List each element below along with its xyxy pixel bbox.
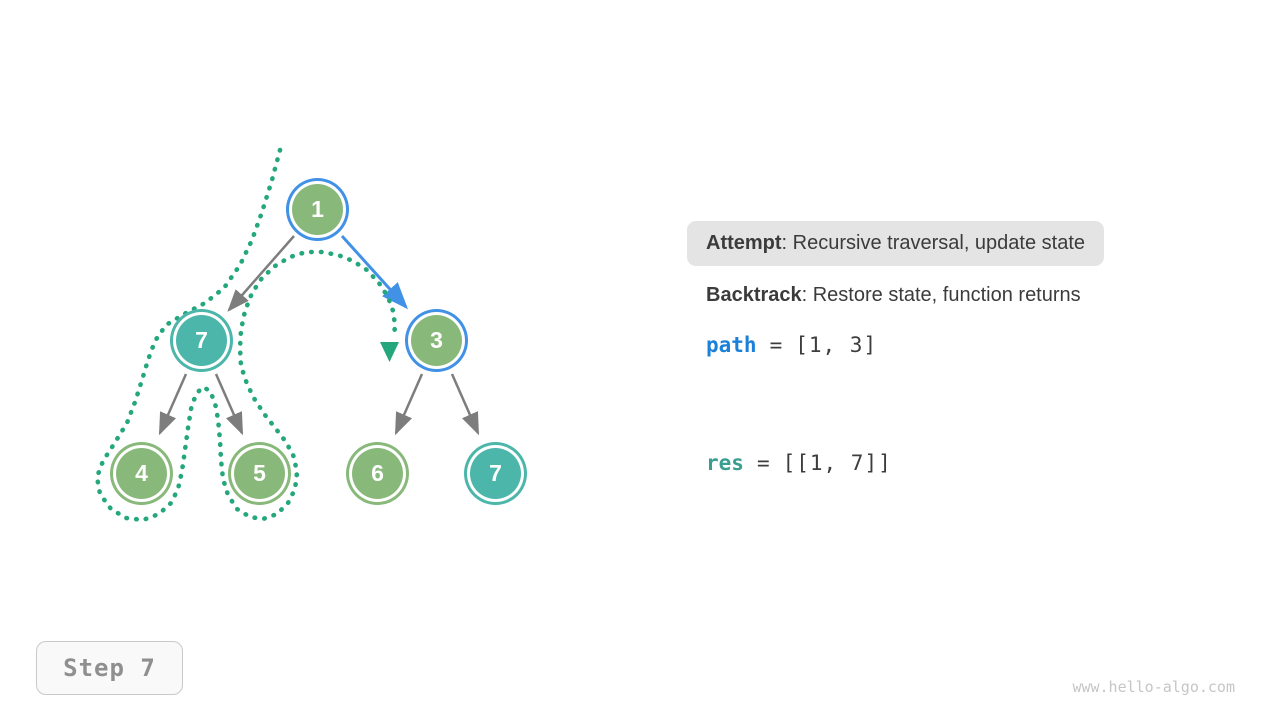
node-value: 5 bbox=[253, 460, 266, 486]
tree-node-6: 6 bbox=[352, 448, 403, 499]
step-label: Step 7 bbox=[63, 654, 156, 682]
res-variable-line: res = [[1, 7]] bbox=[706, 449, 892, 477]
node-value: 6 bbox=[371, 460, 384, 486]
tree-node-7-right: 7 bbox=[470, 448, 521, 499]
edge-7-5 bbox=[214, 373, 244, 436]
node-value: 4 bbox=[135, 460, 148, 486]
edge-3-6 bbox=[394, 373, 424, 436]
edge-7-4 bbox=[158, 373, 188, 436]
edge-1-3-active bbox=[340, 234, 409, 310]
backtrack-label: Backtrack bbox=[706, 283, 802, 306]
backtrack-trail-dotted-path bbox=[94, 147, 398, 523]
node-value: 7 bbox=[195, 327, 208, 353]
node-value: 7 bbox=[489, 460, 502, 486]
res-variable-name: res bbox=[706, 451, 744, 475]
tree-node-7-left: 7 bbox=[176, 315, 227, 366]
backtrack-description: : Restore state, function returns bbox=[801, 283, 1081, 306]
edge-1-7 bbox=[227, 235, 295, 312]
equals-sign: = bbox=[756, 451, 770, 475]
trail-pointer-triangle-icon bbox=[380, 342, 399, 362]
attempt-description: : Recursive traversal, update state bbox=[781, 232, 1086, 254]
tree-node-5: 5 bbox=[234, 448, 285, 499]
node-value: 3 bbox=[430, 327, 443, 353]
backtrack-legend: Backtrack: Restore state, function retur… bbox=[706, 281, 1081, 309]
node-value: 1 bbox=[311, 196, 324, 222]
tree-diagram-svg bbox=[94, 147, 480, 523]
edge-3-7 bbox=[450, 373, 480, 436]
equals-sign: = bbox=[769, 333, 783, 357]
path-variable-value: [1, 3] bbox=[795, 333, 878, 357]
tree-node-4: 4 bbox=[116, 448, 167, 499]
path-variable-name: path bbox=[706, 333, 757, 357]
attempt-label: Attempt bbox=[706, 232, 782, 254]
tree-node-3: 3 bbox=[411, 315, 462, 366]
step-indicator-badge: Step 7 bbox=[36, 641, 183, 695]
path-variable-line: path = [1, 3] bbox=[706, 331, 877, 359]
res-variable-value: [[1, 7]] bbox=[782, 451, 892, 475]
attempt-legend: Attempt: Recursive traversal, update sta… bbox=[687, 221, 1105, 266]
website-watermark: www.hello-algo.com bbox=[1072, 678, 1235, 696]
tree-node-1: 1 bbox=[292, 184, 343, 235]
